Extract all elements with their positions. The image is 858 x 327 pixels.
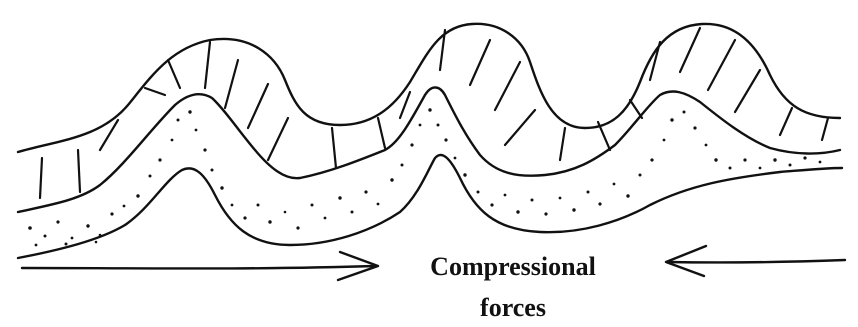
upper-layer-top-boundary <box>18 24 840 152</box>
caption-line-1: Compressional <box>393 252 633 282</box>
stripe <box>332 128 336 168</box>
left-arrow-shaft <box>22 266 375 269</box>
stripe <box>505 110 535 145</box>
stripe <box>650 42 660 80</box>
stripe <box>40 158 42 198</box>
stripe <box>735 70 760 112</box>
stripe <box>225 60 238 108</box>
right-compression-arrow <box>666 246 845 276</box>
stripe <box>205 42 210 88</box>
stripe <box>378 118 385 148</box>
stripe <box>268 118 288 160</box>
stripe <box>248 84 268 128</box>
lower-layer-bottom-boundary <box>18 155 842 258</box>
stripe <box>680 28 700 72</box>
right-arrow-shaft <box>668 260 845 262</box>
stripe <box>145 88 165 95</box>
stripe <box>400 92 410 118</box>
stripe <box>822 118 828 140</box>
upper-rock-layer <box>18 24 840 212</box>
stripe <box>168 60 180 88</box>
stripe <box>598 122 610 150</box>
stripe <box>780 108 792 135</box>
stripe <box>630 100 642 118</box>
stripe <box>470 40 490 85</box>
stripe <box>708 40 735 90</box>
stripe <box>495 62 520 110</box>
left-compression-arrow <box>22 252 378 280</box>
upper-layer-bottom-boundary <box>18 87 840 212</box>
stripe <box>78 150 80 192</box>
stripe <box>560 128 565 160</box>
caption-line-2: forces <box>393 293 633 323</box>
lower-rock-layer <box>18 108 842 258</box>
